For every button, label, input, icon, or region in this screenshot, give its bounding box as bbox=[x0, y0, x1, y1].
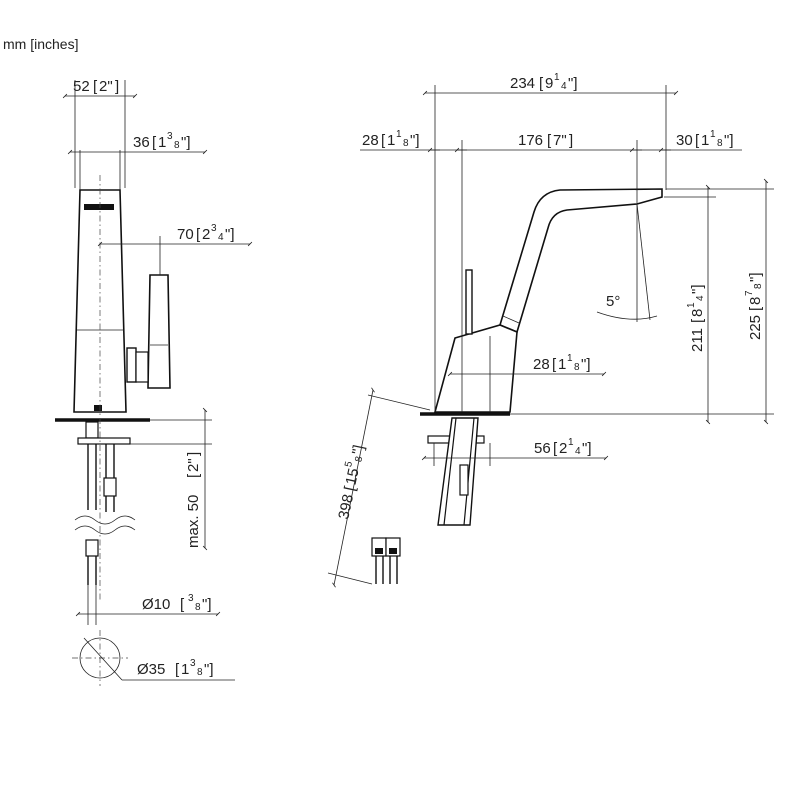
svg-text:3: 3 bbox=[190, 658, 196, 669]
svg-text:[: [ bbox=[552, 356, 557, 373]
svg-text:"]: "] bbox=[204, 661, 214, 678]
svg-text:]: ] bbox=[115, 78, 119, 95]
faucet-body-side bbox=[433, 324, 518, 413]
svg-text:"]: "] bbox=[582, 440, 592, 457]
svg-text:8: 8 bbox=[195, 602, 201, 613]
svg-text:8: 8 bbox=[747, 297, 764, 305]
svg-text:4: 4 bbox=[695, 295, 706, 301]
dim-angle-5: 5° bbox=[606, 293, 620, 310]
svg-text:1: 1 bbox=[710, 129, 716, 140]
svg-text:"]: "] bbox=[202, 596, 212, 613]
svg-text:[: [ bbox=[689, 318, 706, 323]
svg-text:1: 1 bbox=[554, 72, 560, 83]
dim-398-group: 398 [ 15 5 8 "] bbox=[335, 443, 368, 521]
lever-side bbox=[465, 269, 473, 335]
svg-text:[: [ bbox=[93, 78, 98, 95]
svg-text:"]: "] bbox=[581, 356, 591, 373]
svg-text:5: 5 bbox=[343, 460, 355, 468]
svg-text:"]: "] bbox=[689, 285, 706, 295]
svg-text:4: 4 bbox=[575, 446, 581, 457]
svg-text:[: [ bbox=[695, 132, 700, 149]
svg-text:]: ] bbox=[569, 132, 573, 149]
dim-176-mm: 176 bbox=[518, 132, 543, 149]
svg-text:3: 3 bbox=[211, 223, 217, 234]
svg-text:1: 1 bbox=[686, 302, 697, 308]
svg-text:[: [ bbox=[341, 484, 359, 492]
svg-text:7": 7" bbox=[553, 132, 567, 149]
svg-text:]: ] bbox=[185, 452, 202, 456]
svg-text:"]: "] bbox=[181, 134, 191, 151]
dim-225-mm: 225 bbox=[747, 315, 764, 340]
svg-text:8: 8 bbox=[353, 455, 365, 463]
svg-text:[: [ bbox=[196, 226, 201, 243]
svg-text:[: [ bbox=[547, 132, 552, 149]
svg-text:8: 8 bbox=[574, 362, 580, 373]
svg-text:[: [ bbox=[553, 440, 558, 457]
svg-text:2": 2" bbox=[185, 458, 202, 472]
svg-text:2: 2 bbox=[559, 440, 567, 457]
svg-text:1: 1 bbox=[701, 132, 709, 149]
svg-text:7: 7 bbox=[744, 290, 755, 296]
svg-text:"]: "] bbox=[568, 75, 578, 92]
svg-text:1: 1 bbox=[568, 437, 574, 448]
svg-text:"]: "] bbox=[225, 226, 235, 243]
dim-398-mm: 398 bbox=[335, 493, 357, 521]
svg-text:4: 4 bbox=[561, 81, 567, 92]
svg-text:"]: "] bbox=[724, 132, 734, 149]
dim-28-base: 28 bbox=[533, 356, 550, 373]
units-label: mm [inches] bbox=[3, 36, 79, 52]
dim-70-mm: 70 bbox=[177, 226, 194, 243]
svg-text:1: 1 bbox=[181, 661, 189, 678]
dim-52-in: 2" bbox=[99, 78, 113, 95]
dim-dia-35: Ø35 bbox=[137, 661, 165, 678]
svg-text:3: 3 bbox=[188, 593, 194, 604]
svg-text:1: 1 bbox=[567, 353, 573, 364]
lever-front bbox=[147, 274, 171, 389]
svg-text:8: 8 bbox=[689, 309, 706, 317]
svg-text:[: [ bbox=[175, 661, 180, 678]
aerator-slot bbox=[84, 204, 114, 210]
dim-52-mm: 52 bbox=[73, 78, 90, 95]
svg-text:"]: "] bbox=[747, 273, 764, 283]
svg-text:[: [ bbox=[180, 596, 185, 613]
svg-text:[: [ bbox=[185, 473, 202, 478]
dim-dia-10: Ø10 bbox=[142, 596, 170, 613]
dim-234-mm: 234 bbox=[510, 75, 535, 92]
svg-text:2: 2 bbox=[202, 226, 210, 243]
svg-text:[: [ bbox=[747, 306, 764, 311]
svg-text:[: [ bbox=[381, 132, 386, 149]
dim-28-back: 28 bbox=[362, 132, 379, 149]
svg-text:"]: "] bbox=[349, 443, 368, 456]
dim-36-mm: 36 bbox=[133, 134, 150, 151]
svg-text:"]: "] bbox=[410, 132, 420, 149]
svg-text:[: [ bbox=[539, 75, 544, 92]
svg-text:3: 3 bbox=[167, 131, 173, 142]
side-view: 234 [ 9 1 4 "] 28 [ 1 1 8 "] 176 [ 7" ] … bbox=[327, 72, 774, 588]
spout-side bbox=[499, 188, 663, 334]
dim-max-50: max. 50 bbox=[185, 495, 202, 548]
front-view: 52 [ 2" ] 36 [ 1 3 8 "] 70 [ 2 3 4 "] ma… bbox=[55, 78, 253, 686]
svg-text:1: 1 bbox=[158, 134, 166, 151]
svg-text:8: 8 bbox=[753, 283, 764, 289]
dim-30-tip: 30 bbox=[676, 132, 693, 149]
dim-56-mm: 56 bbox=[534, 440, 551, 457]
svg-text:8: 8 bbox=[197, 667, 203, 678]
svg-text:[: [ bbox=[152, 134, 157, 151]
svg-text:1: 1 bbox=[396, 129, 402, 140]
svg-text:8: 8 bbox=[717, 138, 723, 149]
svg-text:1: 1 bbox=[387, 132, 395, 149]
svg-text:8: 8 bbox=[403, 138, 409, 149]
svg-text:8: 8 bbox=[174, 140, 180, 151]
svg-text:4: 4 bbox=[218, 232, 224, 243]
svg-text:15: 15 bbox=[343, 467, 363, 487]
svg-text:9: 9 bbox=[545, 75, 553, 92]
dim-211-mm: 211 bbox=[689, 328, 706, 352]
mounting-hole-circle bbox=[79, 637, 121, 679]
svg-text:1: 1 bbox=[558, 356, 566, 373]
